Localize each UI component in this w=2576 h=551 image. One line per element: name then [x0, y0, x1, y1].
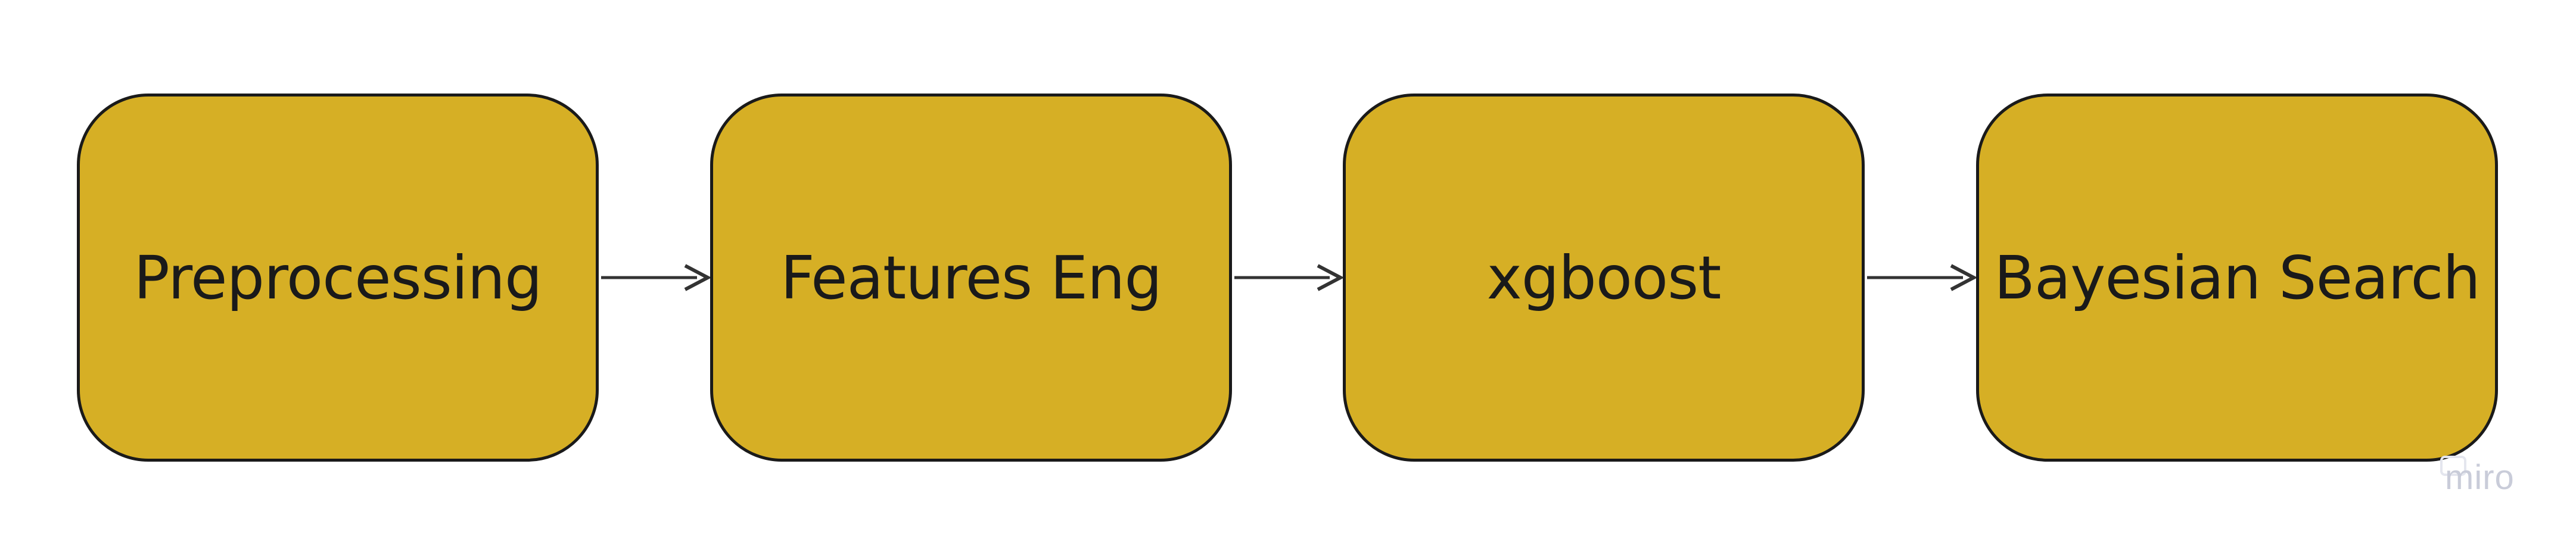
miro-logo-icon — [2440, 456, 2466, 476]
node-label: Preprocessing — [133, 242, 543, 313]
node-preprocessing[interactable]: Preprocessing — [77, 94, 599, 462]
edge-preprocessing-to-features-eng — [601, 264, 712, 291]
node-features-eng[interactable]: Features Eng — [710, 94, 1232, 462]
node-bayesian-search[interactable]: Bayesian Search — [1976, 94, 2498, 462]
node-label: Features Eng — [780, 242, 1162, 313]
node-label: Bayesian Search — [1994, 242, 2480, 313]
edge-features-eng-to-xgboost — [1234, 264, 1345, 291]
node-xgboost[interactable]: xgboost — [1343, 94, 1865, 462]
edge-xgboost-to-bayesian-search — [1867, 264, 1978, 291]
watermark-text: miro — [2445, 458, 2515, 497]
node-label: xgboost — [1486, 242, 1722, 313]
